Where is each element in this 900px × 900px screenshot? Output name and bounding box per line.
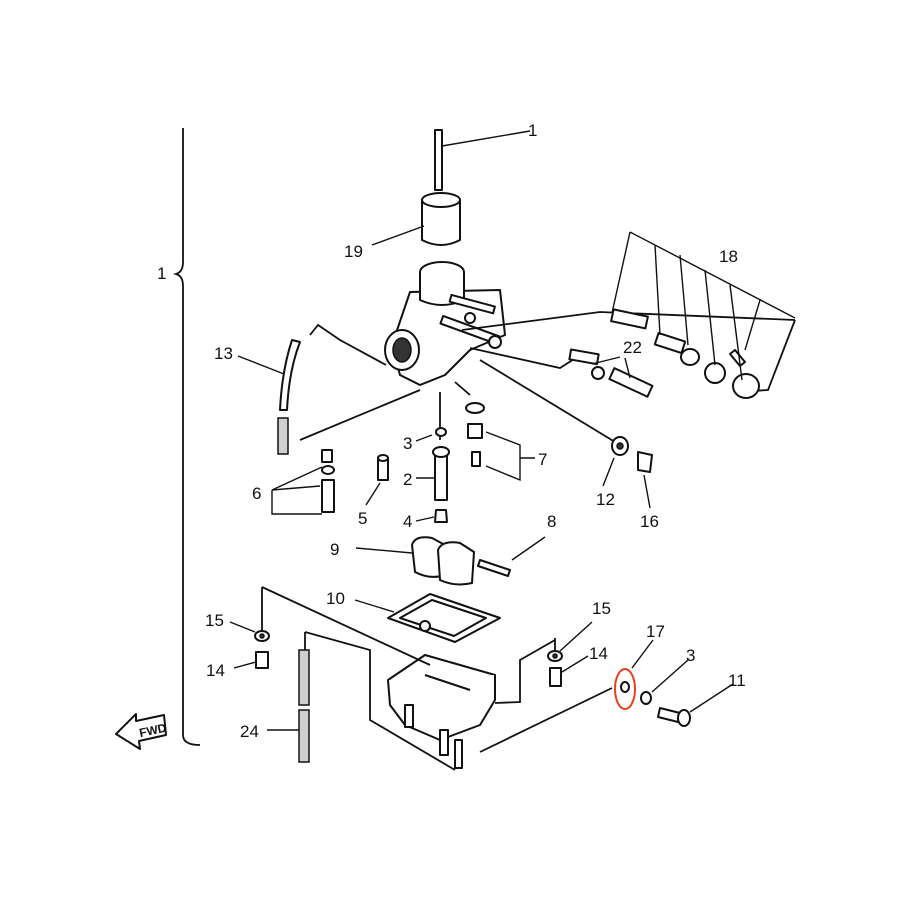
callout-15-left: 15: [205, 611, 224, 630]
callout-3-lower: 3: [686, 646, 695, 665]
callout-7: 7: [538, 450, 547, 469]
callout-14-left: 14: [206, 661, 225, 680]
assembly-bracket: [172, 128, 201, 746]
main-jet-group: [415, 427, 450, 523]
callout-1-assembly: 1: [157, 264, 166, 283]
needle-jet-group-7: [465, 402, 535, 482]
pilot-screw-group-6: [271, 449, 335, 515]
callout-15-right: 15: [592, 599, 611, 618]
callout-1-top: 1: [528, 121, 537, 140]
callout-24: 24: [240, 722, 259, 741]
fwd-label: FWD: [138, 721, 168, 740]
callout-2: 2: [403, 470, 412, 489]
guide-line-13: [309, 323, 387, 366]
callout-8: 8: [547, 512, 556, 531]
callout-17: 17: [646, 622, 665, 641]
hose-part-24: [267, 649, 310, 763]
oring-part-17: [614, 639, 654, 710]
callout-16: 16: [640, 512, 659, 531]
callout-9: 9: [330, 540, 339, 559]
callout-14-right: 14: [589, 644, 608, 663]
guide-line-right-bowl: [494, 638, 556, 704]
callout-22: 22: [623, 338, 642, 357]
idle-screw-group-22: [568, 348, 654, 398]
drain-group-12-16: [602, 436, 653, 509]
hose-part-13: [237, 339, 301, 455]
fwd-arrow: FWD: [115, 713, 168, 750]
guide-line-7: [454, 381, 471, 396]
callout-5: 5: [358, 509, 367, 528]
callout-6: 6: [252, 484, 261, 503]
callout-10: 10: [326, 589, 345, 608]
screw-part-11: [657, 683, 734, 727]
callout-3-upper: 3: [403, 434, 412, 453]
washer-3-lower: [640, 659, 689, 705]
jet-part-5: [365, 454, 389, 506]
callout-18: 18: [719, 247, 738, 266]
guide-line-left-bowl: [261, 586, 431, 666]
guide-line-throttle: [461, 311, 796, 331]
float-bowl: [387, 654, 496, 769]
sleeve-part-19: [371, 192, 461, 246]
throttle-screw-group-18: [610, 231, 796, 399]
callout-11: 11: [728, 671, 746, 690]
top-needle-part: [434, 129, 531, 191]
screw-14-right: [549, 655, 589, 687]
callout-13: 13: [214, 344, 233, 363]
callout-4: 4: [403, 512, 412, 531]
washer-15-right: [547, 621, 593, 662]
guide-line-17: [479, 687, 613, 753]
guide-line-12: [479, 359, 621, 446]
callout-19: 19: [344, 242, 363, 261]
guide-line-6: [299, 389, 421, 441]
highlight-circle: [614, 668, 636, 710]
carburetor-body: [384, 261, 506, 386]
gasket-part-10: [354, 593, 501, 643]
callout-12: 12: [596, 490, 615, 509]
float-group-9: [355, 536, 475, 586]
float-pin-8: [477, 536, 546, 577]
washer-15-left: [229, 621, 270, 642]
screw-14-left: [233, 651, 269, 669]
